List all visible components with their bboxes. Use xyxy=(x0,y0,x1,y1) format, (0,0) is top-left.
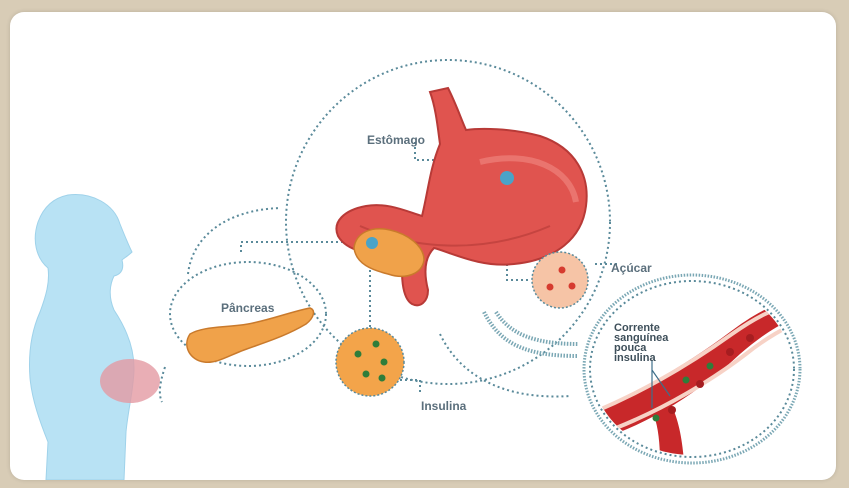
pancreas-highlight xyxy=(100,359,160,403)
insulin-circle xyxy=(336,328,404,396)
arc-lower xyxy=(440,334,570,396)
insulin-label: Insulina xyxy=(421,400,466,412)
diagram-card: Estômago Pâncreas Açúcar Insulina Corren… xyxy=(10,12,836,480)
pancreas-label: Pâncreas xyxy=(221,302,274,314)
vessel-ring-hatch xyxy=(484,275,800,463)
stomach-marker xyxy=(500,171,514,185)
sugar-circle xyxy=(532,252,588,308)
pancreas-marker xyxy=(366,237,378,249)
body-silhouette xyxy=(29,195,134,480)
arc-to-body xyxy=(160,367,165,402)
stomach-label: Estômago xyxy=(367,134,425,146)
sugar-label: Açúcar xyxy=(611,262,652,274)
bloodstream-label: Corrente sanguínea pouca insulina xyxy=(614,323,704,363)
bloodstream-label-line: insulina xyxy=(614,353,704,363)
pancreas-organ xyxy=(187,308,314,362)
